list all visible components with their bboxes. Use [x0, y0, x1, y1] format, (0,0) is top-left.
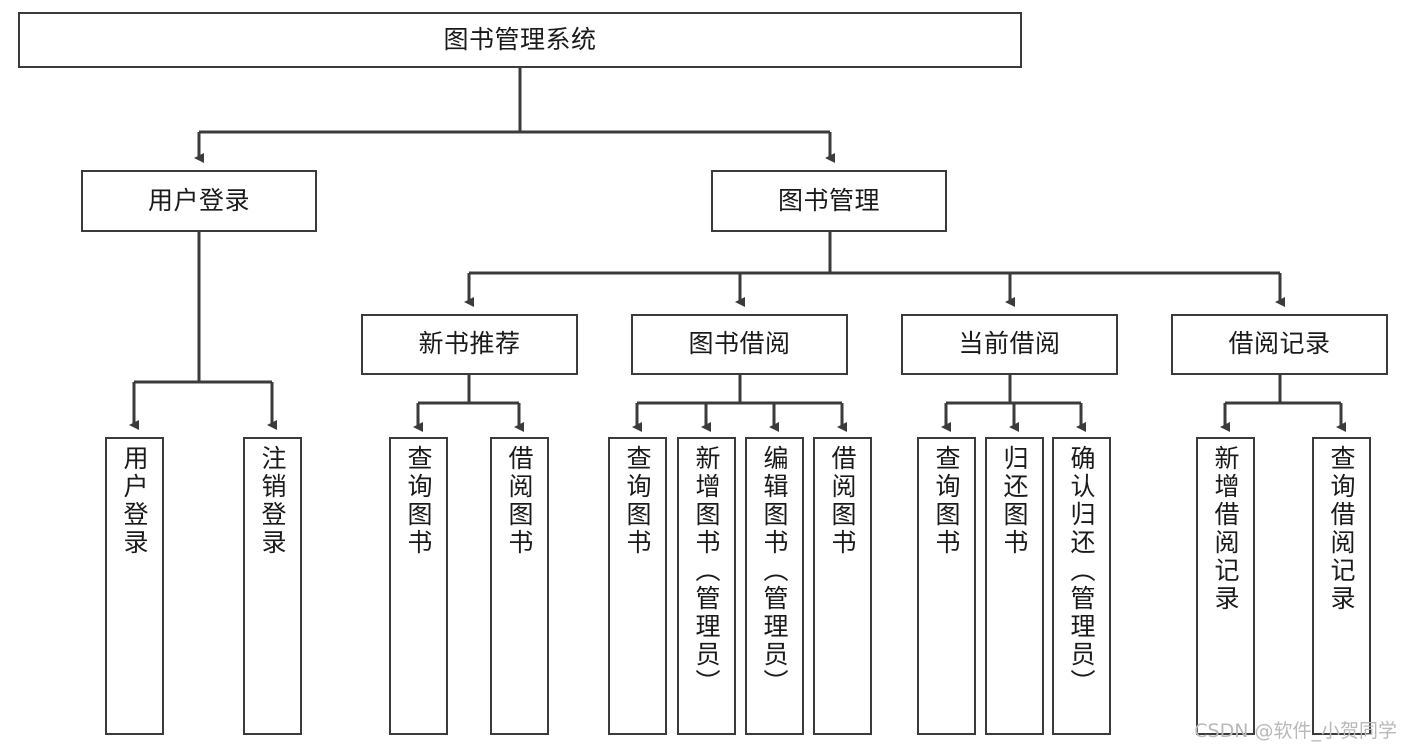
leaf-user-login-logout[interactable]: 注销登录 [243, 437, 302, 735]
node-new-book-recommend[interactable]: 新书推荐 [361, 314, 578, 375]
node-label: 用户登录 [147, 185, 250, 215]
node-book-management[interactable]: 图书管理 [711, 170, 947, 232]
node-current-borrow[interactable]: 当前借阅 [901, 314, 1118, 375]
node-root-system[interactable]: 图书管理系统 [18, 12, 1022, 68]
watermark-csdn: CSDN @软件_小贺同学 [1194, 720, 1397, 742]
node-label: 确认归还（管理员） [1067, 445, 1096, 697]
node-borrow-record[interactable]: 借阅记录 [1171, 314, 1388, 375]
leaf-current-confirm-return-admin[interactable]: 确认归还（管理员） [1052, 437, 1111, 735]
node-label: 查询借阅记录 [1327, 445, 1356, 613]
node-label: 借阅图书 [828, 445, 857, 557]
node-user-login[interactable]: 用户登录 [81, 170, 317, 232]
node-label: 归还图书 [1000, 445, 1029, 557]
node-label: 借阅图书 [505, 445, 534, 557]
node-label: 新增图书（管理员） [692, 445, 721, 697]
leaf-borrow-add-book-admin[interactable]: 新增图书（管理员） [677, 437, 736, 735]
leaf-user-login-login[interactable]: 用户登录 [105, 437, 164, 735]
node-label: 用户登录 [120, 445, 149, 557]
leaf-record-query-record[interactable]: 查询借阅记录 [1312, 437, 1371, 735]
node-label: 图书管理系统 [443, 24, 597, 54]
node-label: 查询图书 [623, 445, 652, 557]
node-label: 编辑图书（管理员） [760, 445, 789, 697]
node-label: 查询图书 [404, 445, 433, 557]
node-label: 新增借阅记录 [1211, 445, 1240, 613]
leaf-borrow-query-book[interactable]: 查询图书 [608, 437, 667, 735]
leaf-recommend-query-book[interactable]: 查询图书 [389, 437, 448, 735]
leaf-borrow-borrow-book[interactable]: 借阅图书 [813, 437, 872, 735]
leaf-borrow-edit-book-admin[interactable]: 编辑图书（管理员） [745, 437, 804, 735]
node-label: 图书借阅 [688, 329, 791, 359]
leaf-current-query-book[interactable]: 查询图书 [917, 437, 976, 735]
node-label: 注销登录 [258, 445, 287, 557]
node-label: 借阅记录 [1228, 329, 1331, 359]
leaf-current-return-book[interactable]: 归还图书 [985, 437, 1044, 735]
node-label: 当前借阅 [958, 329, 1061, 359]
node-label: 图书管理 [777, 185, 880, 215]
node-label: 查询图书 [932, 445, 961, 557]
node-label: 新书推荐 [418, 329, 521, 359]
node-book-borrow[interactable]: 图书借阅 [631, 314, 848, 375]
leaf-recommend-borrow-book[interactable]: 借阅图书 [490, 437, 549, 735]
leaf-record-add-record[interactable]: 新增借阅记录 [1196, 437, 1255, 735]
